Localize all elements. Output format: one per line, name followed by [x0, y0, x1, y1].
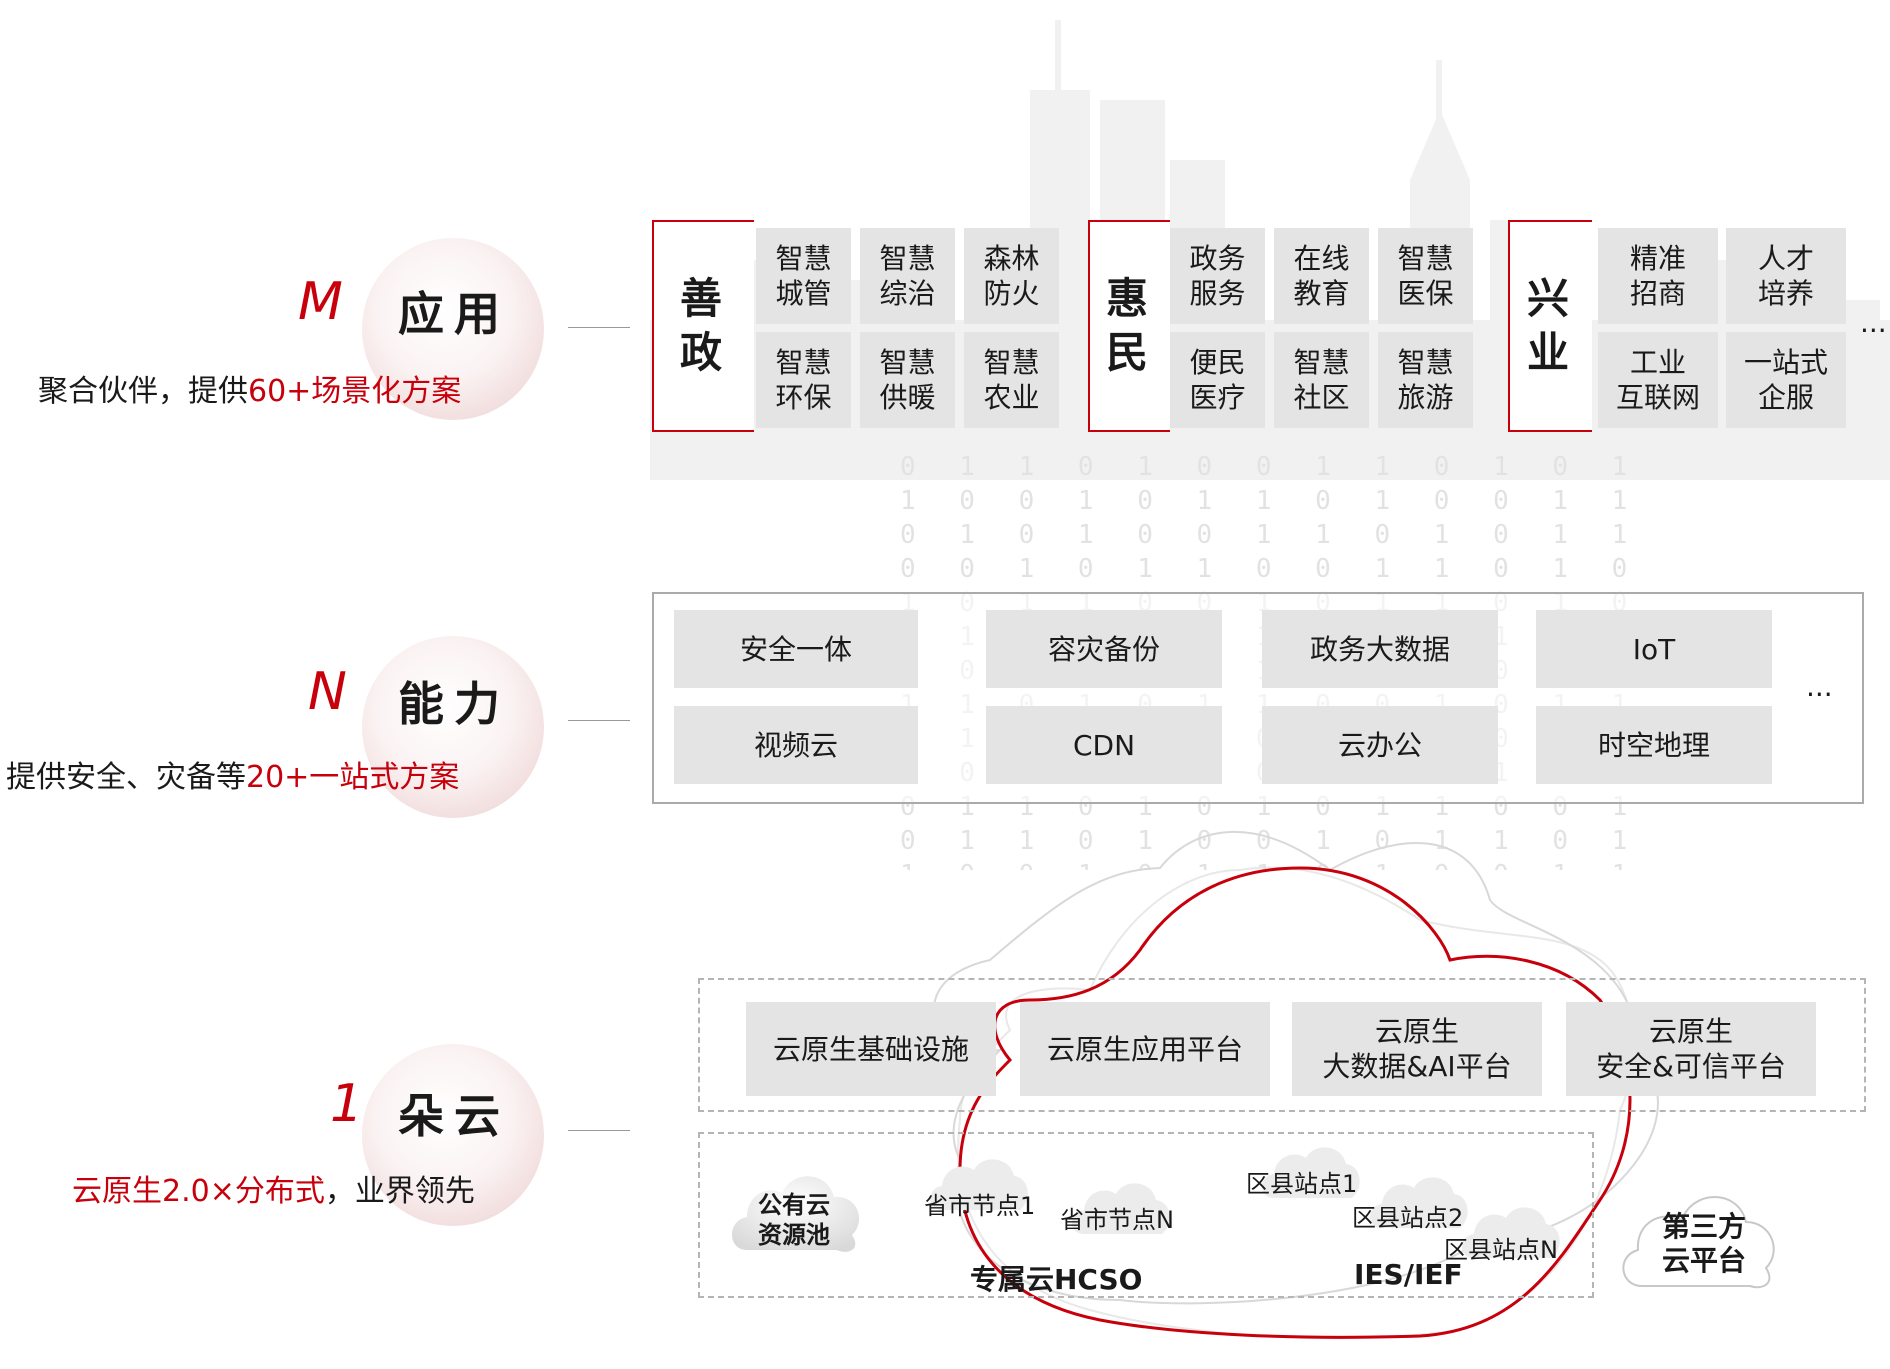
tier-1-letter: 1 [330, 1074, 364, 1134]
app-group-huimin [1088, 220, 1170, 432]
app-tile: 政务 服务 [1170, 228, 1265, 324]
tier-n-connector [568, 720, 630, 721]
capability-tile: 安全一体 [674, 610, 918, 688]
node-label: 省市节点1 [924, 1192, 1036, 1220]
tier-1-description: 云原生2.0×分布式，业界领先 [72, 1166, 475, 1210]
capability-tile: 时空地理 [1536, 706, 1772, 784]
tier-n-desc-highlight: 20+一站式方案 [246, 760, 460, 795]
node-label: 区县站点N [1444, 1236, 1558, 1264]
app-group-shanzheng-label: 善 政 [680, 274, 723, 377]
app-tile: 一站式 企服 [1726, 332, 1846, 428]
platform-tile: 云原生基础设施 [746, 1002, 996, 1096]
node-label: 区县站点1 [1246, 1170, 1358, 1198]
app-tile: 精准 招商 [1598, 228, 1718, 324]
platform-tile: 云原生应用平台 [1020, 1002, 1270, 1096]
third-party-cloud-icon [1622, 1196, 1775, 1289]
app-tile: 森林 防火 [964, 228, 1059, 324]
app-group-xingye-label: 兴 业 [1527, 274, 1570, 377]
tier-n-desc-plain: 提供安全、灾备等 [6, 760, 246, 795]
node-label: 区县站点2 [1352, 1204, 1464, 1232]
tier-n-title: 能力 [398, 677, 510, 731]
tier-n-letter: N [308, 662, 347, 722]
app-tile: 在线 教育 [1274, 228, 1369, 324]
node-cloud-icon [1262, 1147, 1360, 1198]
tier-m-letter: M [298, 272, 343, 332]
node-cloud-icon [1462, 1207, 1560, 1258]
app-group-shanzheng [652, 220, 754, 432]
app-tile: 工业 互联网 [1598, 332, 1718, 428]
node-cloud-icon [1370, 1177, 1468, 1228]
tier-1-connector [568, 1130, 630, 1131]
tier-1-title: 朵云 [398, 1089, 510, 1143]
app-tile: 智慧 旅游 [1378, 332, 1473, 428]
apps-more-ellipsis: ... [1860, 306, 1887, 339]
tier-m-sphere [362, 238, 544, 420]
platform-tile: 云原生 安全&可信平台 [1566, 1002, 1816, 1096]
app-tile: 智慧 社区 [1274, 332, 1369, 428]
tier-m-desc-plain: 聚合伙伴，提供 [38, 374, 248, 409]
platform-tile: 云原生 大数据&AI平台 [1292, 1002, 1542, 1096]
capability-tile: 容灾备份 [986, 610, 1222, 688]
hcso-group-label: 专属云HCSO [970, 1263, 1143, 1296]
app-tile: 人才 培养 [1726, 228, 1846, 324]
tier-m-description: 聚合伙伴，提供60+场景化方案 [38, 366, 461, 410]
tier-1-sphere [362, 1044, 544, 1226]
capability-tile: 政务大数据 [1262, 610, 1498, 688]
tier-m-title: 应用 [398, 287, 510, 341]
tier-1-desc-plain: ，业界领先 [324, 1174, 475, 1209]
tier-m-connector [568, 327, 630, 328]
node-cloud-icon [1072, 1183, 1170, 1234]
app-tile: 便民 医疗 [1170, 332, 1265, 428]
app-group-huimin-label: 惠 民 [1106, 274, 1149, 377]
platform-layer-frame [698, 978, 1866, 1112]
capability-tile: IoT [1536, 610, 1772, 688]
tier-n-sphere [362, 636, 544, 818]
tier-1-desc-highlight: 云原生2.0×分布式 [72, 1174, 325, 1209]
capabilities-more-ellipsis: ... [1806, 670, 1833, 703]
public-cloud-pool-icon [732, 1176, 860, 1252]
app-tile: 智慧 农业 [964, 332, 1059, 428]
app-tile: 智慧 医保 [1378, 228, 1473, 324]
public-cloud-pool-label: 公有云 资源池 [758, 1191, 830, 1249]
app-tile: 智慧 供暖 [860, 332, 955, 428]
tier-m-desc-highlight: 60+场景化方案 [248, 374, 462, 409]
third-party-cloud-label: 第三方 云平台 [1662, 1210, 1747, 1277]
app-group-xingye [1508, 220, 1592, 432]
app-tile: 智慧 综治 [860, 228, 955, 324]
node-cloud-icon [930, 1159, 1028, 1210]
deployment-layer-frame [698, 1132, 1594, 1298]
tier-n-description: 提供安全、灾备等20+一站式方案 [6, 752, 459, 796]
node-label: 省市节点N [1060, 1206, 1174, 1234]
capability-tile: CDN [986, 706, 1222, 784]
capability-tile: 云办公 [1262, 706, 1498, 784]
capability-tile: 视频云 [674, 706, 918, 784]
ies-group-label: IES/IEF [1354, 1258, 1463, 1291]
app-tile: 智慧 城管 [756, 228, 851, 324]
app-tile: 智慧 环保 [756, 332, 851, 428]
